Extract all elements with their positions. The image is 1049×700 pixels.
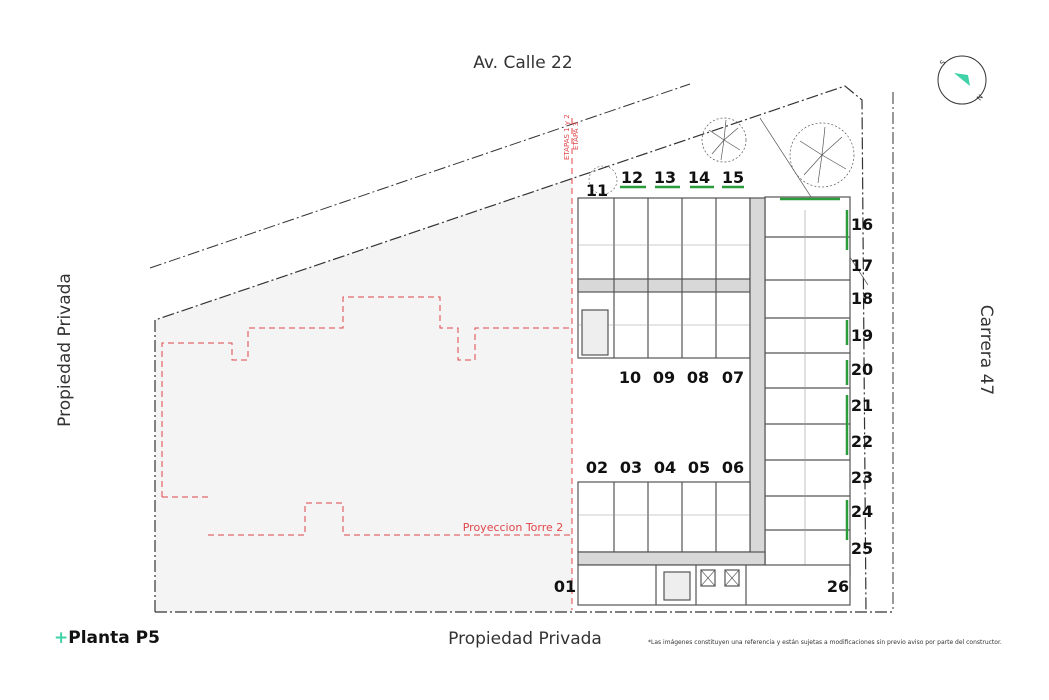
unit-labels: 11 12 13 14 15 16 17 18 19 20 21 22 23 2… — [554, 168, 873, 596]
projection-outline-top — [161, 296, 572, 497]
unit-label: 12 — [621, 168, 643, 187]
unit-label: 23 — [851, 468, 873, 487]
unit-label: 05 — [688, 458, 710, 477]
compass-north: N — [975, 93, 985, 102]
unit-label: 15 — [722, 168, 744, 187]
stage-label-a: ETAPAS 1 y 2 — [563, 114, 571, 160]
lot-area — [155, 178, 572, 612]
disclaimer: *Las imágenes constituyen una referencia… — [648, 639, 1002, 646]
unit-label: 17 — [851, 256, 873, 275]
unit-label: 06 — [722, 458, 744, 477]
title-text: Planta P5 — [68, 628, 160, 648]
unit-label: 02 — [586, 458, 608, 477]
unit-label: 16 — [851, 215, 873, 234]
unit-label: 09 — [653, 368, 675, 387]
lot-boundary — [154, 85, 867, 613]
stage-label-b: ETAPA 3 — [572, 122, 580, 150]
tree-icon — [789, 122, 855, 188]
street-label-bottom: Propiedad Privada — [448, 629, 602, 649]
compass-south: S — [938, 58, 947, 67]
unit-label: 07 — [722, 368, 744, 387]
unit-label: 18 — [851, 289, 873, 308]
unit-label: 21 — [851, 396, 873, 415]
unit-label: 04 — [654, 458, 676, 477]
unit-label: 19 — [851, 326, 873, 345]
page-title: +Planta P5 — [54, 628, 160, 648]
street-label-left: Propiedad Privada — [55, 273, 75, 427]
tree-icon — [588, 165, 618, 195]
unit-label: 13 — [654, 168, 676, 187]
tree-icon — [701, 117, 747, 163]
planter — [620, 185, 849, 540]
unit-label: 01 — [554, 577, 576, 596]
unit-label: 26 — [827, 577, 849, 596]
unit-label: 08 — [687, 368, 709, 387]
building — [577, 196, 851, 606]
compass-icon: S N — [937, 55, 987, 105]
unit-label: 22 — [851, 432, 873, 451]
unit-label: 20 — [851, 360, 873, 379]
unit-label: 25 — [851, 539, 873, 558]
unit-label: 03 — [620, 458, 642, 477]
projection-outline-bottom — [208, 502, 572, 536]
unit-label: 14 — [688, 168, 710, 187]
unit-label: 10 — [619, 368, 641, 387]
street-label-right: Carrera 47 — [976, 305, 996, 396]
unit-label: 24 — [851, 502, 873, 521]
street-boundary — [149, 83, 691, 269]
projection-label: Proyeccion Torre 2 — [463, 521, 564, 534]
street-label-top: Av. Calle 22 — [473, 53, 572, 73]
unit-label: 11 — [586, 181, 608, 200]
plus-icon: + — [54, 628, 69, 648]
